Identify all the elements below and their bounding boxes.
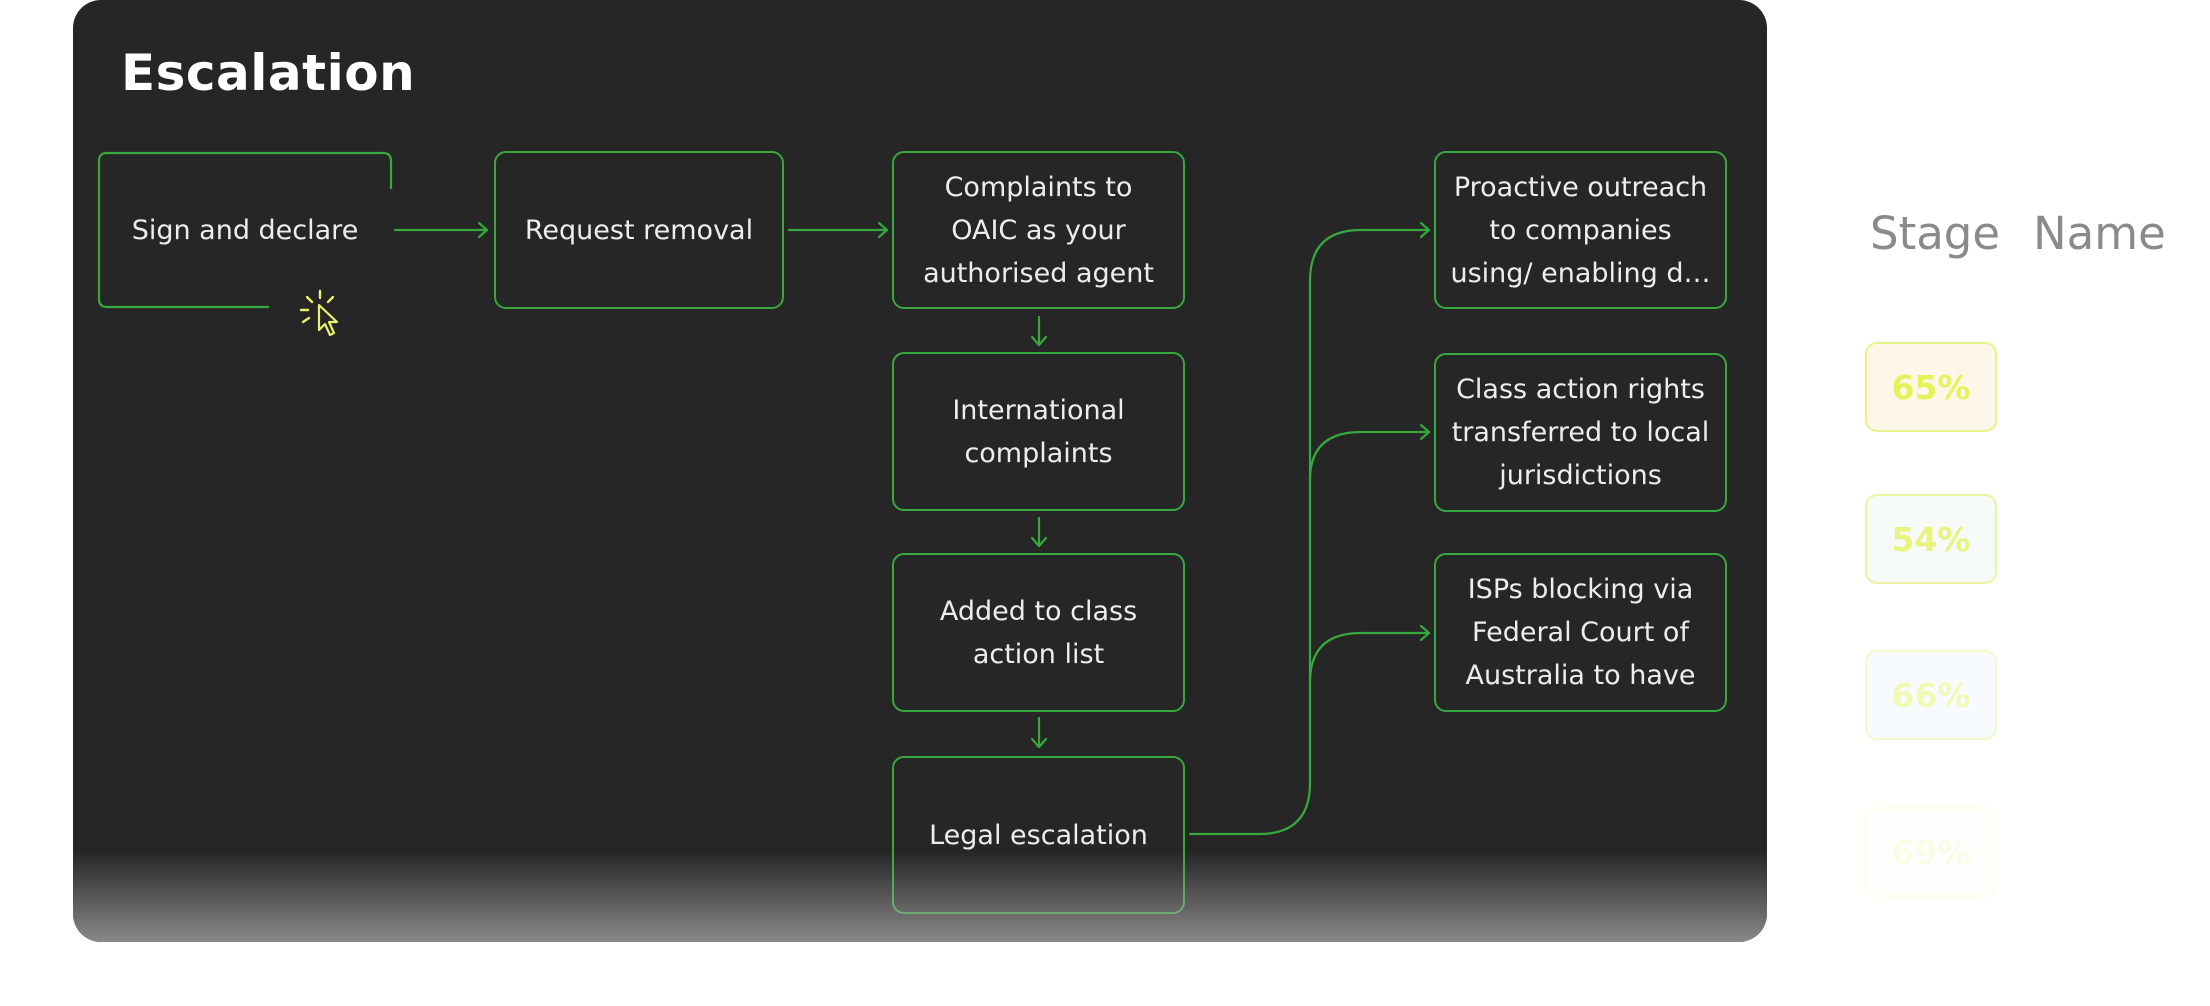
arrow-request-to-complaints xyxy=(787,221,889,239)
stage-percent-badge: 66% xyxy=(1865,650,1997,740)
node-label: Request removal xyxy=(524,214,754,246)
node-request-removal[interactable]: Request removal xyxy=(494,151,784,309)
node-proactive-outreach[interactable]: Proactive outreach to companies using/ e… xyxy=(1434,151,1727,309)
node-complaints-oaic[interactable]: Complaints to OAIC as your authorised ag… xyxy=(892,151,1185,309)
node-international-complaints[interactable]: International complaints xyxy=(892,352,1185,511)
stage-percent-badge: 65% xyxy=(1865,342,1997,432)
node-isps-blocking[interactable]: ISPs blocking via Federal Court of Austr… xyxy=(1434,553,1727,712)
stage-column-header: Stage xyxy=(1870,207,2001,260)
branch-legal-to-isps xyxy=(1308,624,1431,684)
node-label: ISPs blocking via Federal Court of Austr… xyxy=(1465,574,1696,691)
escalation-panel: Escalation xyxy=(73,0,1767,942)
arrow-international-to-added xyxy=(1030,516,1048,548)
node-label: Proactive outreach to companies using/ e… xyxy=(1450,171,1711,289)
arrow-added-to-legal xyxy=(1030,716,1048,749)
node-label: Added to class action list xyxy=(939,595,1138,670)
arrow-complaints-to-international xyxy=(1030,315,1048,347)
arrow-sign-to-request xyxy=(393,221,489,239)
branch-legal-to-classaction xyxy=(1308,423,1431,482)
branch-legal-to-proactive xyxy=(1188,221,1431,836)
node-sign-and-declare[interactable]: Sign and declare xyxy=(97,151,393,309)
click-cursor-icon xyxy=(299,289,339,337)
name-column-header: Name xyxy=(2033,207,2166,260)
node-label: Legal escalation xyxy=(929,819,1148,851)
node-legal-escalation[interactable]: Legal escalation xyxy=(892,756,1185,914)
sign-box-border xyxy=(97,151,393,309)
stage-percent-badge: 69% xyxy=(1865,807,1997,897)
node-label: International complaints xyxy=(952,394,1125,469)
stage-percent-badge: 54% xyxy=(1865,494,1997,584)
connector-lines xyxy=(393,221,1431,836)
node-label: Complaints to OAIC as your authorised ag… xyxy=(923,171,1154,289)
node-label: Class action rights transferred to local… xyxy=(1451,374,1710,491)
node-label: Sign and declare xyxy=(131,214,359,246)
node-class-action-rights[interactable]: Class action rights transferred to local… xyxy=(1434,353,1727,512)
node-added-to-class-action[interactable]: Added to class action list xyxy=(892,553,1185,712)
panel-title: Escalation xyxy=(121,44,416,102)
